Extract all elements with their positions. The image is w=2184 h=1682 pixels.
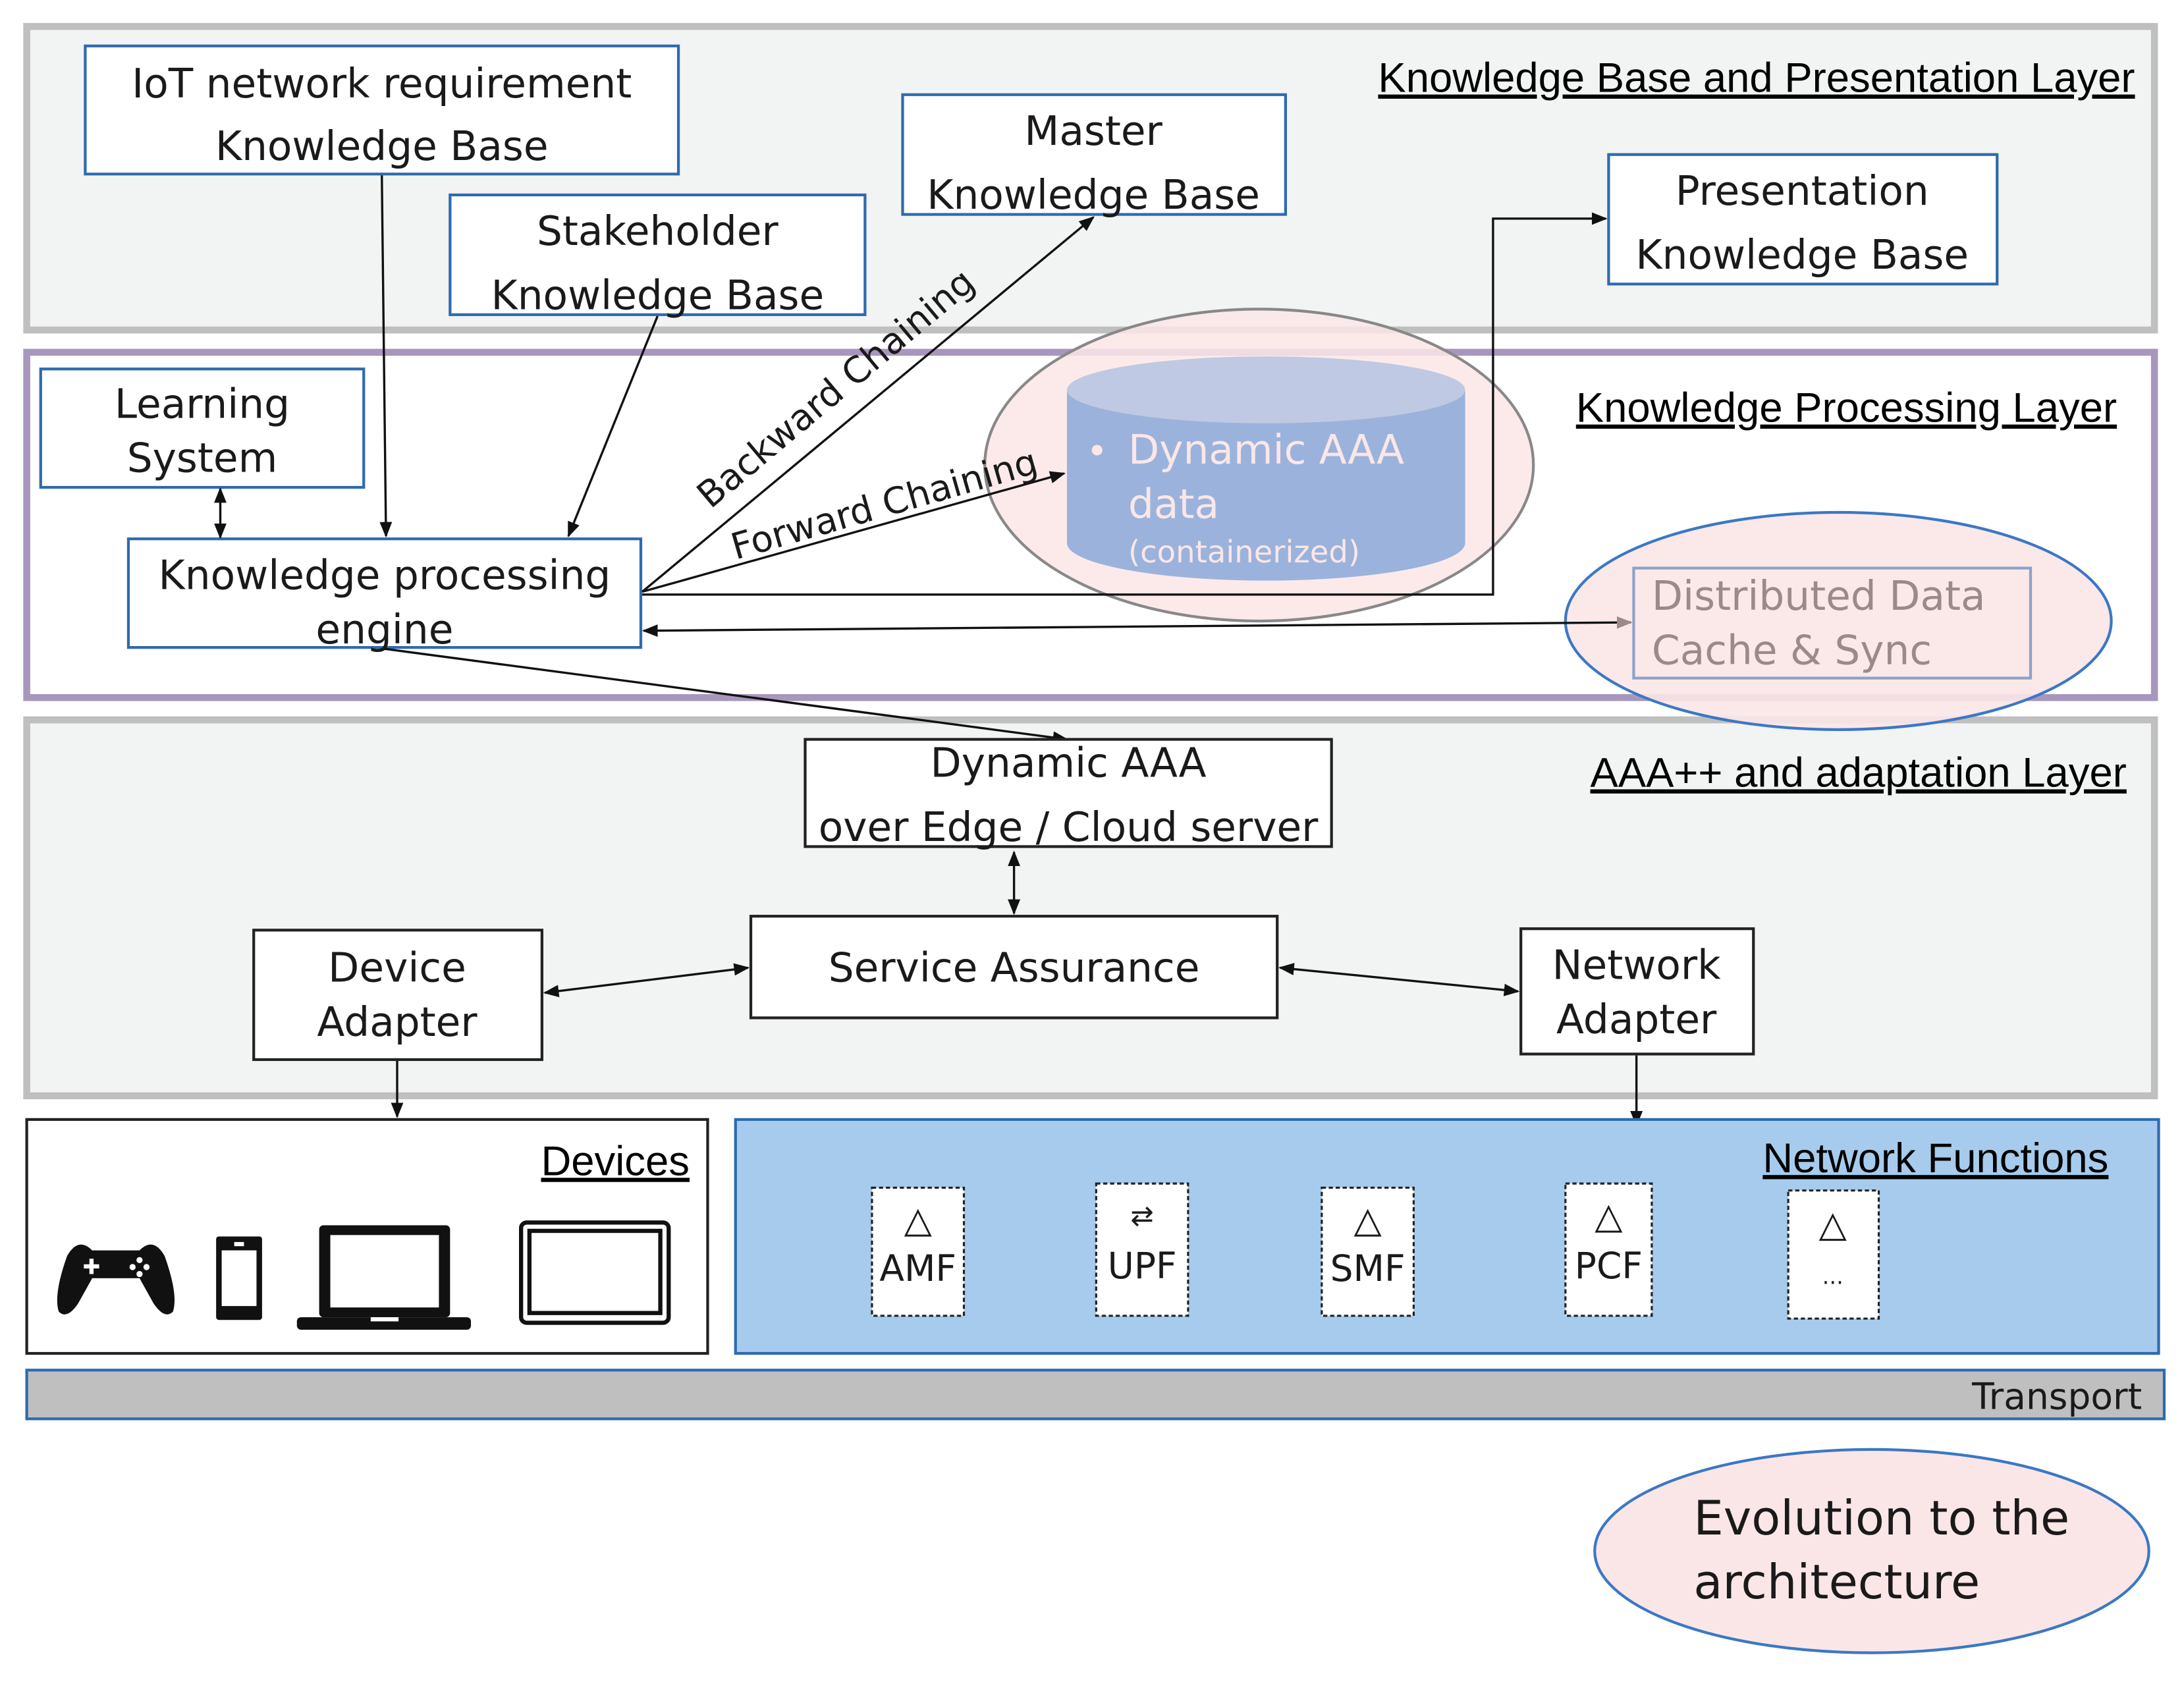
arrow-service-network xyxy=(1278,963,1520,996)
cache-line1: Distributed Data xyxy=(1652,573,1986,620)
arrow-iot-to-engine xyxy=(379,175,393,538)
aaa-server-line2: over Edge / Cloud server xyxy=(819,804,1319,851)
nf-amf-label: AMF xyxy=(879,1247,956,1289)
smartphone-icon xyxy=(216,1236,262,1320)
kb-presentation-layer-title: Knowledge Base and Presentation Layer xyxy=(1378,55,2135,101)
legend-line1: Evolution to the xyxy=(1693,1490,2069,1546)
devices-title: Devices xyxy=(541,1138,690,1184)
nf-pcf-label: PCF xyxy=(1575,1245,1643,1287)
stakeholder-kb-box[interactable]: Stakeholder Knowledge Base xyxy=(449,193,867,319)
master-kb-line2: Knowledge Base xyxy=(927,172,1260,219)
presentation-kb-box[interactable]: Presentation Knowledge Base xyxy=(1607,153,1999,286)
dynamic-aaa-data-cylinder[interactable]: • Dynamic AAA data (containerized) xyxy=(1066,356,1465,581)
devices-panel: Devices xyxy=(25,1118,709,1355)
master-kb-line1: Master xyxy=(1024,108,1162,155)
arrow-engine-cache xyxy=(642,616,1633,638)
laptop-icon xyxy=(296,1225,472,1330)
legend-evolution: Evolution to the architecture xyxy=(1593,1448,2150,1654)
learning-system-line2: System xyxy=(127,435,278,482)
aaa-server-line1: Dynamic AAA xyxy=(931,740,1207,787)
kp-engine-line2: engine xyxy=(315,607,453,653)
gamepad-icon xyxy=(57,1244,175,1315)
stakeholder-kb-line1: Stakeholder xyxy=(537,208,779,255)
exchange-icon: ⇄ xyxy=(1130,1200,1153,1232)
presentation-kb-line1: Presentation xyxy=(1676,168,1929,215)
nf-more[interactable]: △ ... xyxy=(1787,1189,1880,1320)
cylinder-line1: Dynamic AAA xyxy=(1128,427,1404,474)
knowledge-processing-engine-box[interactable]: Knowledge processing engine xyxy=(126,537,643,653)
device-adapter-line2: Adapter xyxy=(317,999,478,1046)
cylinder-line2: data xyxy=(1128,481,1219,528)
network-functions-title: Network Functions xyxy=(1762,1135,2108,1181)
distributed-cache-box[interactable]: Distributed Data Cache & Sync xyxy=(1632,566,2033,680)
nf-smf[interactable]: △ SMF xyxy=(1321,1186,1415,1317)
tablet-icon xyxy=(518,1220,671,1325)
nf-upf-label: UPF xyxy=(1108,1245,1177,1287)
triangle-icon: △ xyxy=(904,1199,933,1241)
iot-kb-line1: IoT network requirement xyxy=(132,61,632,107)
nf-smf-label: SMF xyxy=(1330,1247,1406,1289)
arrow-backward-chaining xyxy=(642,216,1095,593)
device-adapter-line1: Device xyxy=(328,945,466,992)
aaa-adaptation-layer-title: AAA++ and adaptation Layer xyxy=(1591,750,2127,796)
cylinder-bullet: • xyxy=(1087,430,1108,472)
presentation-kb-line2: Knowledge Base xyxy=(1635,232,1969,279)
iot-kb-box[interactable]: IoT network requirement Knowledge Base xyxy=(84,44,680,176)
network-adapter-line1: Network xyxy=(1552,942,1721,989)
network-functions-panel: Network Functions △ AMF ⇄ UPF △ SMF △ PC… xyxy=(734,1118,2160,1355)
nf-pcf[interactable]: △ PCF xyxy=(1564,1182,1653,1317)
transport-label: Transport xyxy=(1971,1376,2142,1418)
transport-bar: Transport xyxy=(25,1369,2166,1421)
service-assurance-box[interactable]: Service Assurance xyxy=(749,915,1279,1019)
learning-system-line1: Learning xyxy=(115,381,290,427)
stakeholder-kb-line2: Knowledge Base xyxy=(491,272,825,319)
network-adapter-box[interactable]: Network Adapter xyxy=(1519,927,1755,1056)
legend-line2: architecture xyxy=(1693,1554,1980,1610)
network-adapter-line2: Adapter xyxy=(1556,996,1717,1043)
service-assurance-label: Service Assurance xyxy=(829,945,1200,992)
master-kb-box[interactable]: Master Knowledge Base xyxy=(901,93,1287,219)
arrow-engine-to-presentation xyxy=(642,212,1608,596)
arrow-stakeholder-to-engine xyxy=(567,315,659,538)
nf-more-label: ... xyxy=(1822,1263,1843,1289)
triangle-icon: △ xyxy=(1353,1199,1382,1241)
arrow-engine-to-aaa-server xyxy=(384,647,1069,744)
knowledge-processing-layer-title: Knowledge Processing Layer xyxy=(1576,385,2117,431)
dynamic-aaa-server-box[interactable]: Dynamic AAA over Edge / Cloud server xyxy=(804,738,1333,851)
device-adapter-box[interactable]: Device Adapter xyxy=(252,929,543,1062)
arrow-forward-chaining xyxy=(642,471,1066,593)
cylinder-line3: (containerized) xyxy=(1128,534,1360,570)
cache-line2: Cache & Sync xyxy=(1652,627,1932,674)
triangle-icon: △ xyxy=(1595,1195,1623,1237)
arrow-device-service xyxy=(543,963,750,998)
kp-engine-line1: Knowledge processing xyxy=(159,552,611,599)
iot-kb-line2: Knowledge Base xyxy=(215,123,549,170)
nf-amf[interactable]: △ AMF xyxy=(871,1186,966,1317)
triangle-icon: △ xyxy=(1819,1203,1847,1245)
nf-upf[interactable]: ⇄ UPF xyxy=(1095,1182,1189,1317)
learning-system-box[interactable]: Learning System xyxy=(39,367,366,489)
